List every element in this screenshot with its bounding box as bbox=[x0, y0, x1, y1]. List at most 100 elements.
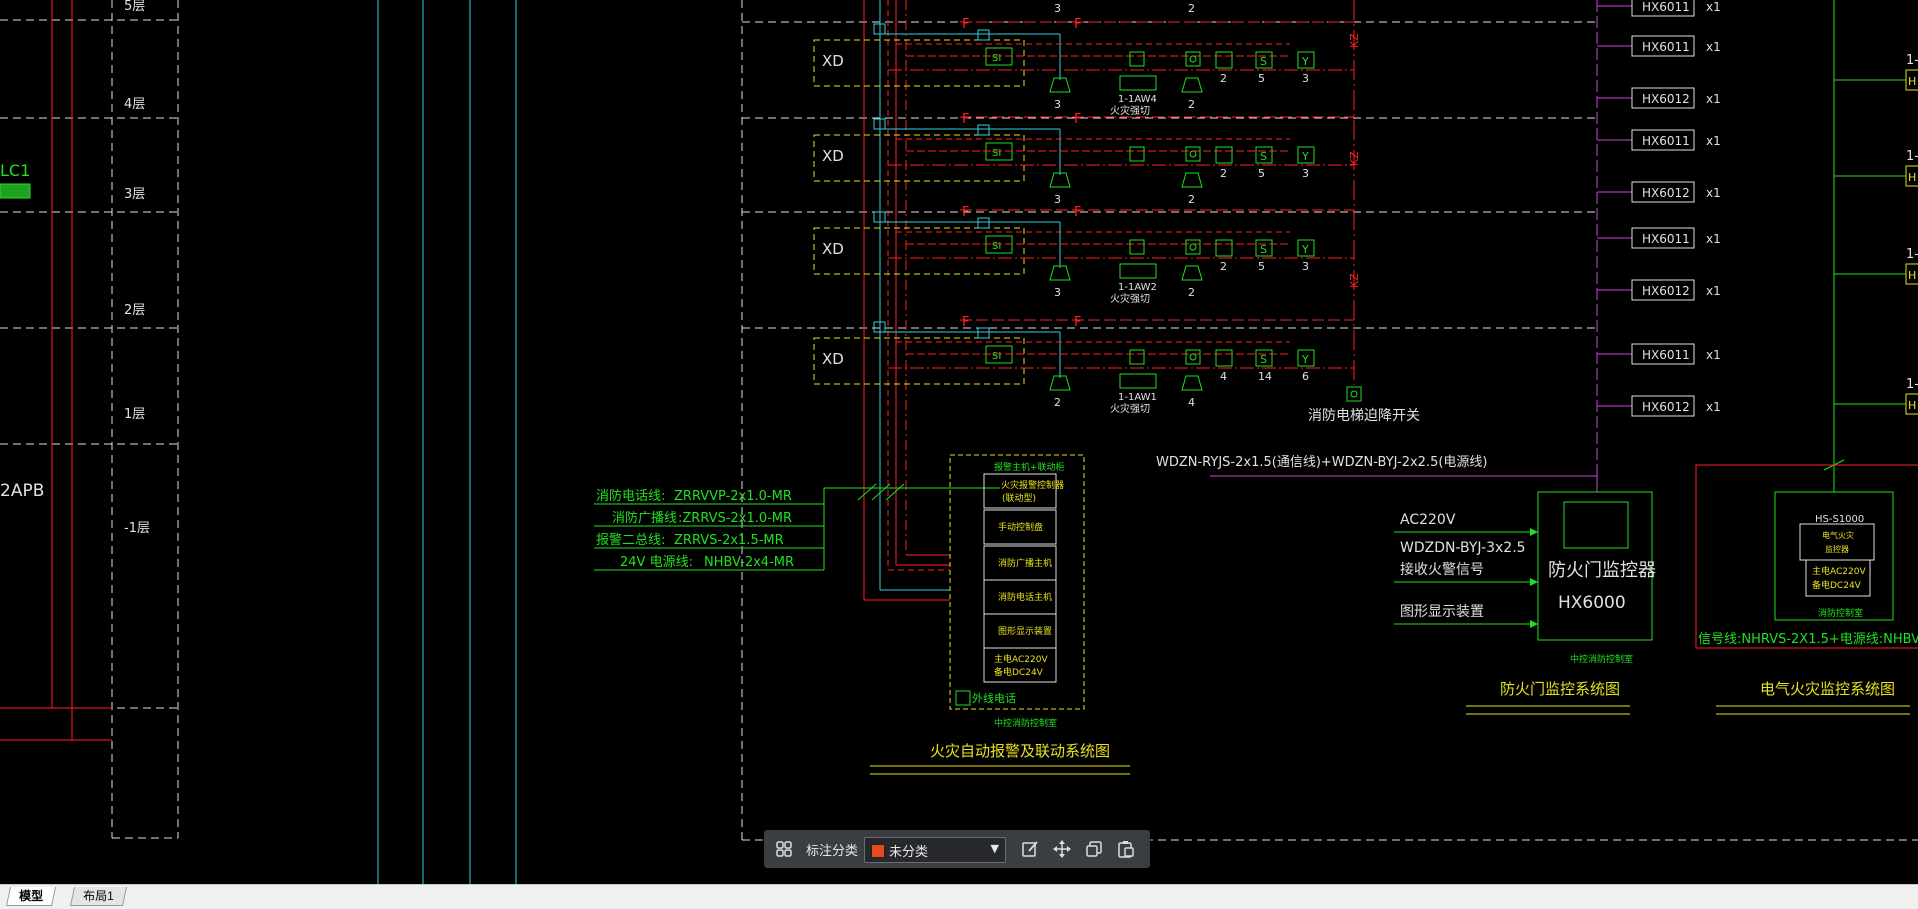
hydrant-count: 6 bbox=[1302, 370, 1309, 383]
si-label: SI bbox=[992, 53, 1001, 64]
svg-text:F: F bbox=[1074, 205, 1081, 220]
panel-room-label: 中控消防控制室 bbox=[994, 717, 1057, 729]
phone-count-above: 2 bbox=[1188, 2, 1195, 15]
detector-count: 2 bbox=[1220, 260, 1227, 273]
door-device-model: HX6000 bbox=[1558, 593, 1626, 613]
svg-text:F: F bbox=[1074, 17, 1081, 32]
fire-system-title: 火灾自动报警及联动系统图 bbox=[930, 742, 1110, 760]
svg-text:KZ: KZ bbox=[1348, 33, 1361, 48]
svg-text:电气火灾: 电气火灾 bbox=[1822, 530, 1854, 540]
elec-room-label: 消防控制室 bbox=[1818, 607, 1863, 619]
floor-label: 5层 bbox=[124, 0, 145, 14]
svg-text:S: S bbox=[1260, 353, 1267, 366]
hx-code: HX6012 bbox=[1642, 92, 1690, 106]
hydrant-count: 3 bbox=[1302, 167, 1309, 180]
door-room-label: 中控消防控制室 bbox=[1570, 653, 1633, 665]
svg-text:火灾报警控制器: 火灾报警控制器 bbox=[1001, 479, 1064, 491]
hx-code: HX6012 bbox=[1642, 186, 1690, 200]
panel-row: 手动控制盘 bbox=[998, 521, 1043, 533]
svg-text:F: F bbox=[1074, 315, 1081, 330]
hx-qty: x1 bbox=[1706, 186, 1721, 200]
copy-icon[interactable] bbox=[1084, 839, 1104, 859]
category-color-swatch bbox=[871, 844, 885, 858]
hx-code: HX6011 bbox=[1642, 40, 1690, 54]
cutoff-code: 1-1AW1 bbox=[1118, 392, 1157, 403]
svg-text:S: S bbox=[1260, 55, 1267, 68]
manual-count: 5 bbox=[1258, 72, 1265, 85]
panel-phone-label: 外线电话 bbox=[972, 691, 1016, 705]
cable-spec: :ZRRVS-2x1.0-MR bbox=[678, 511, 792, 526]
svg-text:F: F bbox=[962, 315, 969, 330]
electrical-fire-system: HS-S1000 电气火灾 监控器 主电AC220V 备电DC24V 消防控制室… bbox=[1698, 491, 1918, 715]
elec-cable-label: 信号线:NHRVS-2X1.5+电源线:NHBV- bbox=[1698, 632, 1918, 647]
floor-label: -1层 bbox=[124, 521, 150, 536]
cable-spec: ZRRVS-2x1.5-MR bbox=[674, 533, 784, 548]
phone-count: 2 bbox=[1188, 98, 1195, 111]
category-select[interactable]: 未分类 ▼ bbox=[864, 837, 1006, 863]
svg-text:备电DC24V: 备电DC24V bbox=[994, 666, 1044, 678]
hx-qty: x1 bbox=[1706, 0, 1721, 14]
hx-code: HX6011 bbox=[1642, 348, 1690, 362]
door-system-title: 防火门监控系统图 bbox=[1500, 680, 1620, 698]
hx-code: HX6012 bbox=[1642, 284, 1690, 298]
elevator-switch-label: 消防电梯迫降开关 bbox=[1308, 408, 1420, 424]
paste-icon[interactable] bbox=[1116, 839, 1136, 859]
svg-text:F: F bbox=[1074, 112, 1081, 127]
cutoff-label: 火灾强切 bbox=[1110, 104, 1150, 117]
speaker-count: 3 bbox=[1054, 98, 1061, 111]
speaker-count: 3 bbox=[1054, 193, 1061, 206]
door-input-label: WDZDN-BYJ-3x2.5 bbox=[1400, 540, 1526, 556]
svg-text:(联动型): (联动型) bbox=[1002, 493, 1036, 504]
move-icon[interactable] bbox=[1052, 839, 1072, 859]
tab-model[interactable]: 模型 bbox=[5, 887, 57, 906]
floor-label: 3层 bbox=[124, 187, 145, 202]
right-edge-module: 1-H bbox=[1834, 377, 1918, 415]
tab-layout1[interactable]: 布局1 bbox=[69, 887, 127, 906]
grid-icon[interactable] bbox=[774, 839, 794, 859]
chevron-down-icon: ▼ bbox=[990, 842, 999, 855]
phone-count: 4 bbox=[1188, 396, 1195, 409]
hx-qty: x1 bbox=[1706, 400, 1721, 414]
svg-text:Y: Y bbox=[1301, 55, 1309, 68]
kz-markers: KZ KZ KZ bbox=[1348, 33, 1361, 288]
hx-module: HX6012 x1 bbox=[1597, 181, 1721, 203]
si-label: SI bbox=[992, 148, 1001, 159]
speaker-count: 2 bbox=[1054, 396, 1061, 409]
floor-label: 4层 bbox=[124, 97, 145, 112]
svg-text:KZ: KZ bbox=[1348, 151, 1361, 166]
svg-text:1-: 1- bbox=[1906, 53, 1918, 68]
phone-icon bbox=[955, 690, 971, 706]
hydrant-count: 3 bbox=[1302, 72, 1309, 85]
cable-type: 消防广播线 bbox=[612, 510, 677, 526]
cutoff-code: 1-1AW2 bbox=[1118, 282, 1157, 293]
svg-text:S: S bbox=[1260, 150, 1267, 163]
si-label: SI bbox=[992, 241, 1001, 252]
cutoff-label: 火灾强切 bbox=[1110, 402, 1150, 415]
svg-text:主电AC220V: 主电AC220V bbox=[1812, 565, 1866, 577]
svg-text:主电AC220V: 主电AC220V bbox=[994, 653, 1048, 665]
lc1-symbol bbox=[0, 183, 31, 199]
cutoff-label: 火灾强切 bbox=[1110, 292, 1150, 305]
detector-count: 4 bbox=[1220, 370, 1227, 383]
svg-text:H: H bbox=[1908, 75, 1916, 88]
svg-text:F: F bbox=[962, 17, 969, 32]
edit-icon[interactable] bbox=[1020, 839, 1040, 859]
svg-text:S: S bbox=[1260, 243, 1267, 256]
svg-text:F: F bbox=[962, 112, 969, 127]
right-edge-module: 1- H bbox=[1834, 53, 1918, 91]
svg-text:Y: Y bbox=[1301, 353, 1309, 366]
cable-spec: ZRRVVP-2x1.0-MR bbox=[674, 489, 792, 504]
detector-count: 2 bbox=[1220, 72, 1227, 85]
svg-text:KZ: KZ bbox=[1348, 273, 1361, 288]
hx-code: HX6011 bbox=[1642, 232, 1690, 246]
